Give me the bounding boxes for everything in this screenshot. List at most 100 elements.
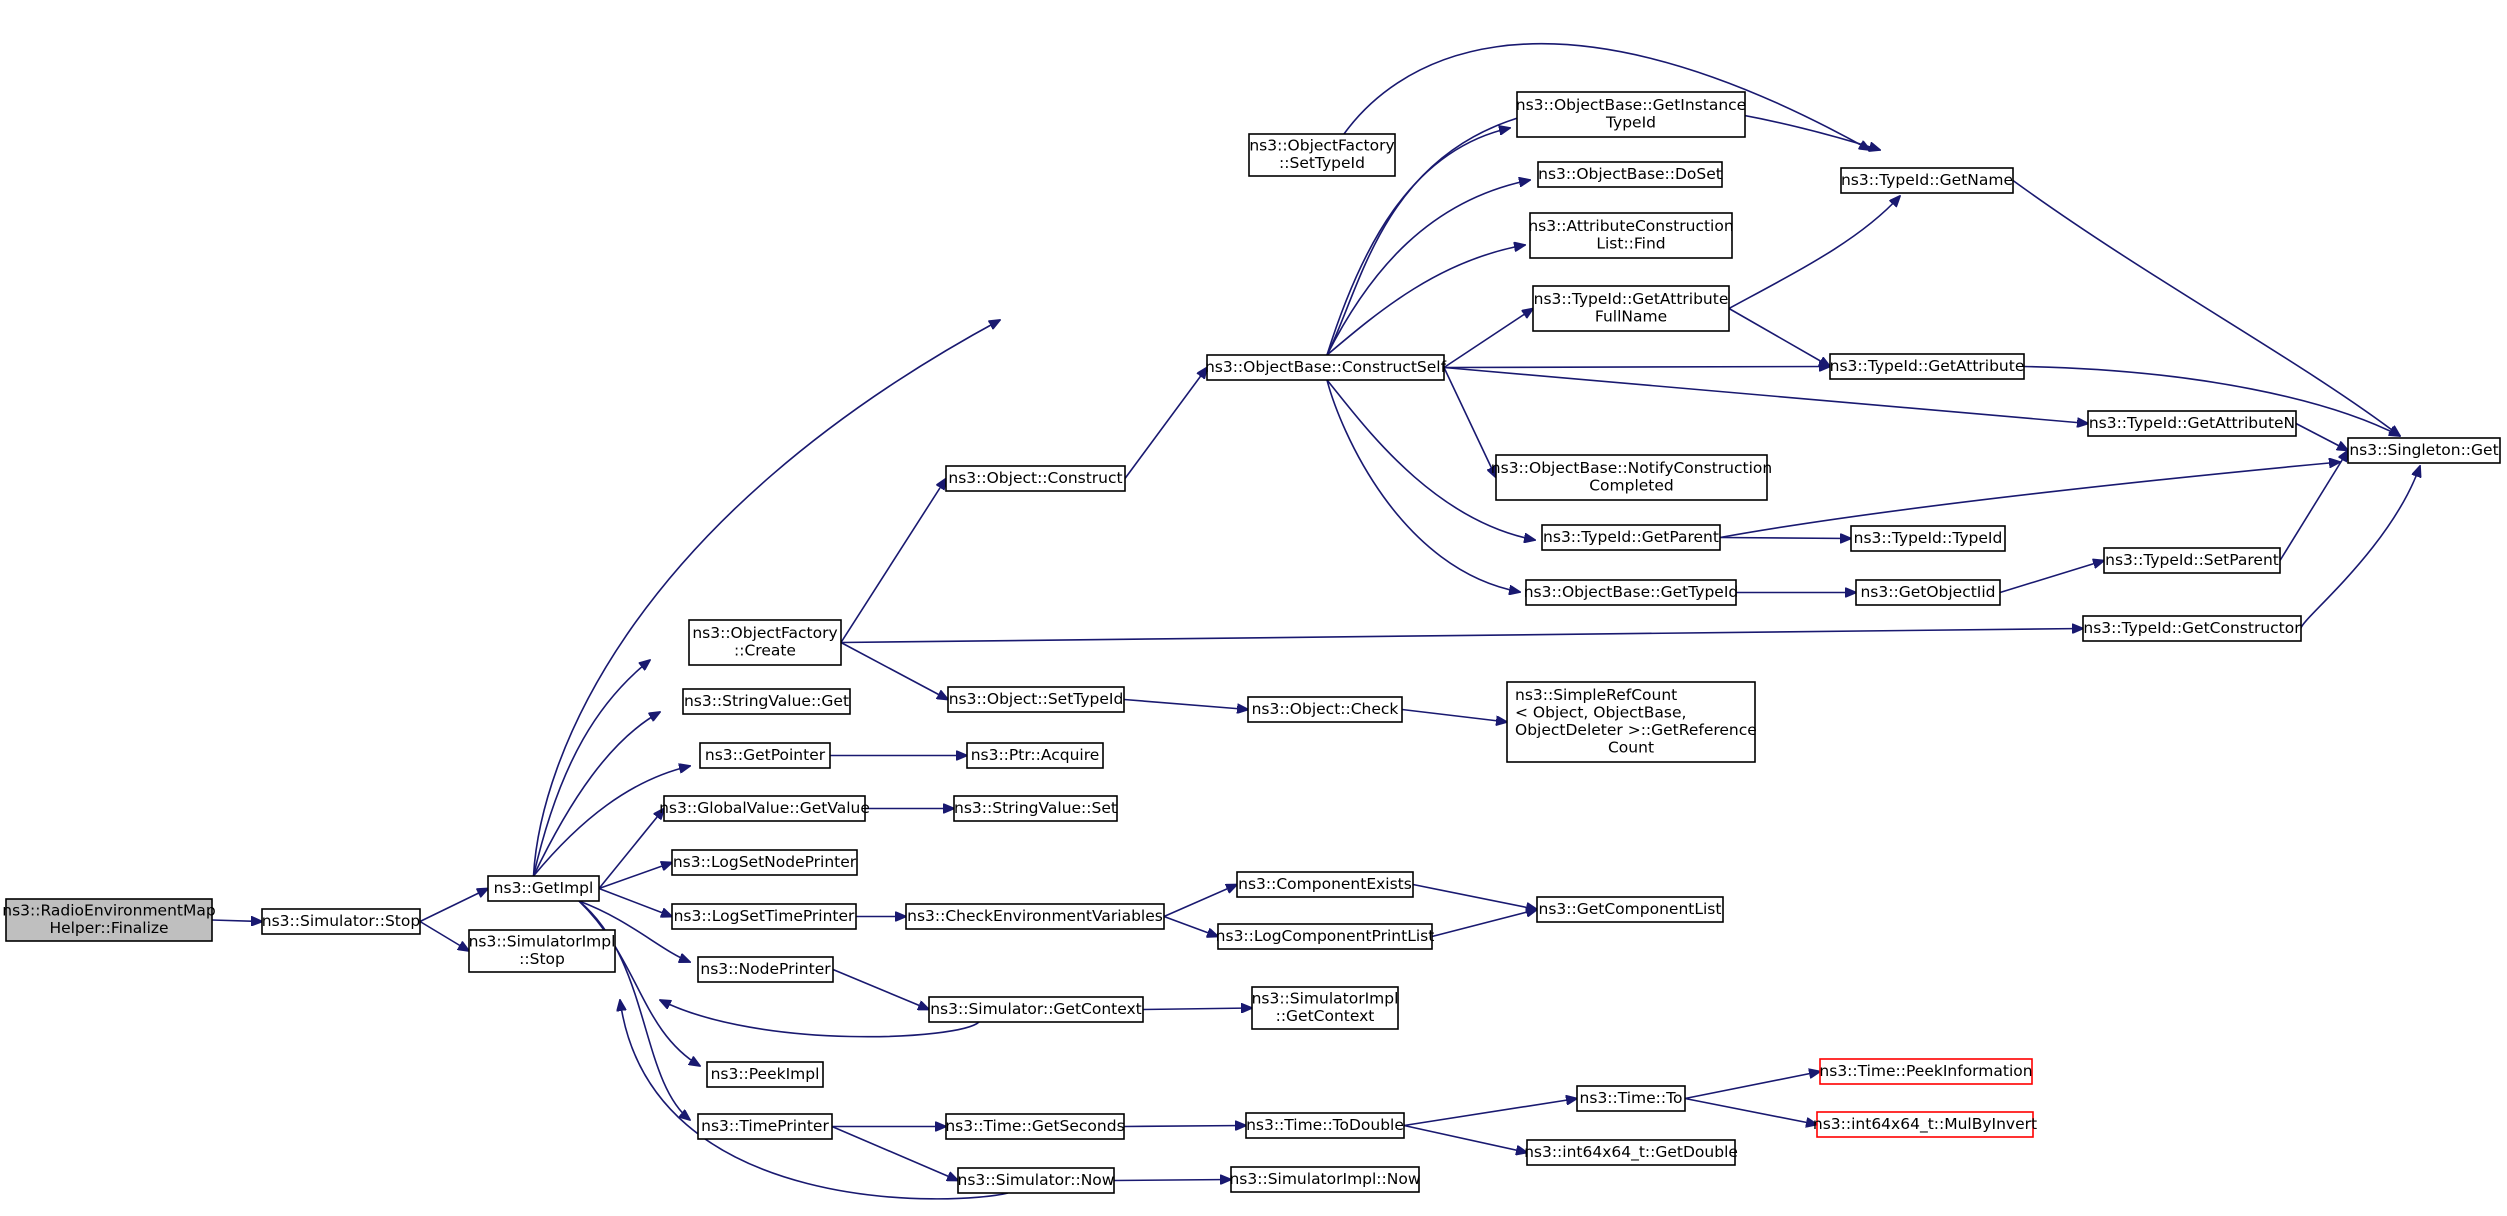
node-nodeprinter[interactable]: ns3::NodePrinter <box>697 956 834 983</box>
node-box <box>1819 1058 2033 1085</box>
node-sim-now[interactable]: ns3::Simulator::Now <box>957 1167 1115 1194</box>
node-ob-constructself[interactable]: ns3::ObjectBase::ConstructSelf <box>1205 354 1447 381</box>
node-label: ns3::SimpleRefCount <box>1515 686 1677 704</box>
node-box <box>2082 615 2302 642</box>
node-label: ns3::ObjectBase::GetTypeId <box>1524 583 1739 601</box>
node-singleton-get[interactable]: ns3::Singleton::Get <box>2347 437 2501 464</box>
node-label: ns3::Object::SetTypeId <box>949 690 1124 708</box>
node-obj-settypeid[interactable]: ns3::Object::SetTypeId <box>947 686 1125 713</box>
edge-radio_finalize-to-sim_stop <box>211 920 262 922</box>
node-label: ns3::TimePrinter <box>701 1117 829 1135</box>
node-getimpl[interactable]: ns3::GetImpl <box>487 875 600 902</box>
node-logcomponentprintlist[interactable]: ns3::LogComponentPrintList <box>1216 923 1435 950</box>
node-obj-check[interactable]: ns3::Object::Check <box>1247 696 1403 723</box>
node-of-settypeid[interactable]: ns3::ObjectFactory::SetTypeId <box>1248 133 1396 177</box>
node-box <box>1245 1112 1405 1139</box>
node-label: ns3::StringValue::Get <box>684 692 849 710</box>
node-label: ns3::Ptr::Acquire <box>971 746 1100 764</box>
edge-componentexists-to-getcomponentlist <box>1412 883 1537 910</box>
node-tid-getconstructor[interactable]: ns3::TypeId::GetConstructor <box>2082 615 2302 642</box>
node-getobjectiid[interactable]: ns3::GetObjectIid <box>1855 579 2001 606</box>
node-box <box>2087 410 2297 437</box>
node-time-peekinformation[interactable]: ns3::Time::PeekInformation <box>1819 1058 2033 1085</box>
node-box <box>945 465 1126 492</box>
node-label: TypeId <box>1605 114 1656 132</box>
edge-time_todouble-to-time_to <box>1403 1099 1577 1127</box>
node-label: ns3::PeekImpl <box>711 1065 820 1083</box>
node-label: ns3::AttributeConstruction <box>1528 217 1733 235</box>
node-box <box>1816 1111 2034 1138</box>
node-getpointer[interactable]: ns3::GetPointer <box>699 742 831 769</box>
node-stringvalue-get[interactable]: ns3::StringValue::Get <box>682 688 851 715</box>
edge-checkenv-to-componentexists <box>1163 885 1237 918</box>
node-box <box>957 1167 1115 1194</box>
node-time-to[interactable]: ns3::Time::To <box>1576 1085 1686 1112</box>
node-timeprinter[interactable]: ns3::TimePrinter <box>697 1113 833 1140</box>
node-peekimpl[interactable]: ns3::PeekImpl <box>706 1061 824 1088</box>
node-logsetnodeprinter[interactable]: ns3::LogSetNodePrinter <box>671 849 858 876</box>
node-box <box>1247 696 1403 723</box>
node-label: ns3::Object::Construct <box>948 469 1122 487</box>
node-ob-gettypeid[interactable]: ns3::ObjectBase::GetTypeId <box>1524 579 1739 606</box>
node-label: ns3::LogSetNodePrinter <box>673 853 857 871</box>
node-sim-getcontext[interactable]: ns3::Simulator::GetContext <box>928 996 1144 1023</box>
node-box <box>966 742 1104 769</box>
node-simimpl-stop[interactable]: ns3::SimulatorImpl::Stop <box>468 929 616 973</box>
edge-tid_setparent-to-singleton_get <box>2279 451 2348 561</box>
node-tid-getattribute[interactable]: ns3::TypeId::GetAttribute <box>1829 353 2025 380</box>
node-label: ns3::StringValue::Set <box>954 799 1117 817</box>
node-int64-getdouble[interactable]: ns3::int64x64_t::GetDouble <box>1524 1139 1738 1166</box>
node-label: ns3::ObjectBase::NotifyConstruction <box>1491 459 1772 477</box>
node-box <box>1506 681 1756 763</box>
node-tid-getparent[interactable]: ns3::TypeId::GetParent <box>1541 524 1721 551</box>
node-label: ns3::GetObjectIid <box>1860 583 1995 601</box>
edge-getimpl-to-getpointer <box>532 766 691 877</box>
node-time-todouble[interactable]: ns3::Time::ToDouble <box>1245 1112 1405 1139</box>
node-ob-doset[interactable]: ns3::ObjectBase::DoSet <box>1537 161 1723 188</box>
node-box <box>706 1061 824 1088</box>
node-gv-getvalue[interactable]: ns3::GlobalValue::GetValue <box>659 795 870 822</box>
node-stringvalue-set[interactable]: ns3::StringValue::Set <box>953 795 1118 822</box>
node-tid-setparent[interactable]: ns3::TypeId::SetParent <box>2103 547 2281 574</box>
node-box <box>697 1113 833 1140</box>
node-label: ns3::Simulator::Stop <box>262 912 420 930</box>
node-simplerefcount[interactable]: ns3::SimpleRefCount< Object, ObjectBase,… <box>1506 681 1757 763</box>
node-label: ::Stop <box>519 950 565 968</box>
node-box <box>697 956 834 983</box>
node-ob-notifyconstruction[interactable]: ns3::ObjectBase::NotifyConstructionCompl… <box>1491 454 1772 501</box>
edge-ob_constructself-to-tid_getattributen <box>1443 366 2088 424</box>
node-tid-getname[interactable]: ns3::TypeId::GetName <box>1840 167 2014 194</box>
node-obj-construct[interactable]: ns3::Object::Construct <box>945 465 1126 492</box>
node-ptr-acquire[interactable]: ns3::Ptr::Acquire <box>966 742 1104 769</box>
node-simimpl-getcontext[interactable]: ns3::SimulatorImpl::GetContext <box>1251 986 1399 1030</box>
node-label: ::SetTypeId <box>1279 154 1365 172</box>
node-label: ns3::ComponentExists <box>1238 875 1412 893</box>
node-time-getseconds[interactable]: ns3::Time::GetSeconds <box>945 1113 1125 1140</box>
node-getcomponentlist[interactable]: ns3::GetComponentList <box>1536 896 1724 923</box>
node-label: ns3::ObjectBase::GetInstance <box>1516 96 1746 114</box>
edge-ob_constructself-to-acl_find <box>1326 245 1525 356</box>
node-int64-mulbyinvert[interactable]: ns3::int64x64_t::MulByInvert <box>1813 1111 2037 1138</box>
edge-ob_constructself-to-ob_getinstancetypeid <box>1326 128 1510 356</box>
node-componentexists[interactable]: ns3::ComponentExists <box>1236 871 1414 898</box>
node-simimpl-now[interactable]: ns3::SimulatorImpl::Now <box>1229 1166 1421 1193</box>
node-label: ns3::TypeId::GetAttributeN <box>2089 414 2295 432</box>
node-logsettimeprinter[interactable]: ns3::LogSetTimePrinter <box>671 903 857 930</box>
edge-tid_getparent-to-tid_typeid <box>1719 538 1851 539</box>
edge-ob_constructself-to-tid_getattribute <box>1443 367 1830 368</box>
node-box <box>1829 353 2025 380</box>
node-sim-stop[interactable]: ns3::Simulator::Stop <box>261 908 421 935</box>
node-box <box>1526 1139 1736 1166</box>
node-of-create[interactable]: ns3::ObjectFactory::Create <box>688 619 842 666</box>
node-box <box>1536 896 1724 923</box>
node-tid-getattributen[interactable]: ns3::TypeId::GetAttributeN <box>2087 410 2297 437</box>
node-checkenv[interactable]: ns3::CheckEnvironmentVariables <box>905 903 1165 930</box>
node-box <box>487 875 600 902</box>
node-tid-typeid[interactable]: ns3::TypeId::TypeId <box>1850 525 2006 552</box>
edge-of_create-to-obj_construct <box>840 479 946 643</box>
node-box <box>1576 1085 1686 1112</box>
